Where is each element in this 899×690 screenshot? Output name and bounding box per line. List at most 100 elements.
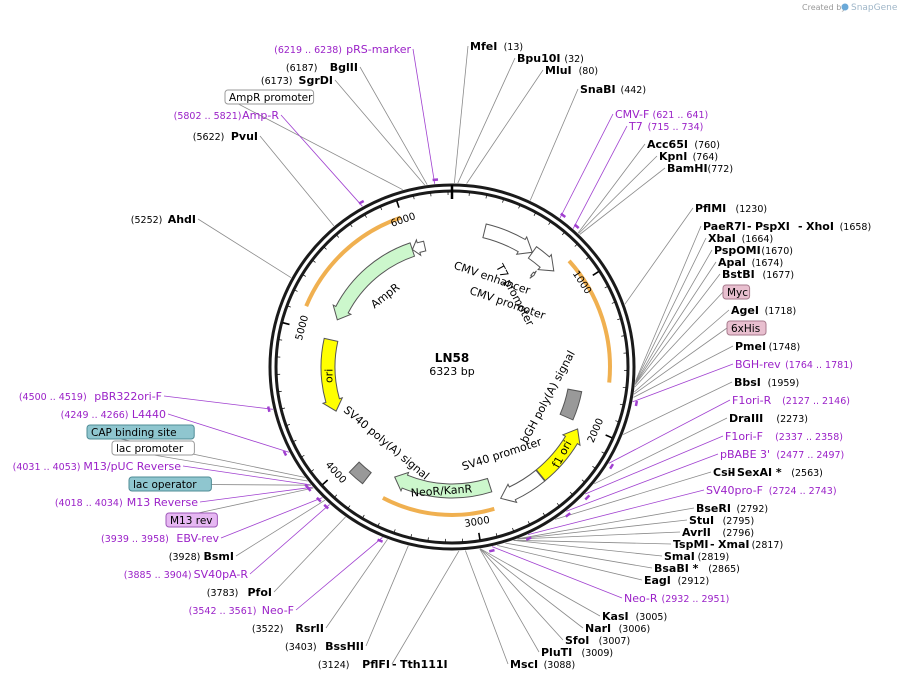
leader-line-m13-reverse — [200, 487, 313, 502]
enzyme-position: (80) — [579, 66, 599, 77]
site-label-bsshii: BssHII(3403) — [285, 640, 364, 653]
tick-label-5000: 5000 — [294, 314, 311, 341]
minor-tick — [295, 290, 298, 291]
enzyme-position: (1670) — [761, 246, 793, 257]
minor-tick — [575, 244, 577, 246]
enzyme-position: (5252) — [131, 215, 163, 226]
primer-position: (715 .. 734) — [648, 122, 704, 133]
minor-tick — [519, 206, 520, 209]
primer-arc-bgh-rev — [636, 401, 637, 406]
tick-label-2000: 2000 — [586, 417, 606, 445]
enzyme-name: PflFI — [362, 658, 390, 671]
primer-position: (2932 .. 2951) — [662, 594, 730, 605]
minor-tick — [287, 424, 290, 425]
enzyme-name: DraIII — [729, 412, 763, 425]
primer-name: M13 Reverse — [127, 496, 198, 509]
site-label-f1ori-r: F1ori-R(2127 .. 2146) — [732, 394, 850, 407]
primer-position: (2477 .. 2497) — [776, 450, 844, 461]
site-label-amp-r: Amp-R(5802 .. 5821) — [174, 109, 280, 122]
minor-tick — [528, 521, 529, 524]
feature-tag-label: lac promoter — [116, 443, 184, 455]
minor-tick — [621, 336, 624, 337]
primer-name: M13/pUC Reverse — [83, 460, 181, 473]
enzyme-position: (3522) — [252, 624, 284, 635]
enzyme-position: (1230) — [736, 204, 768, 215]
site-label-sgrdi: SgrDI(6173) — [261, 74, 333, 87]
feature-arrow — [560, 389, 582, 420]
primer-position: (6219 .. 6238) — [274, 45, 342, 56]
map-center-label: LN58 6323 bp — [429, 351, 474, 378]
primer-name: SV40pro-F — [706, 484, 763, 497]
site-label-msci: MscI(3088) — [510, 658, 575, 671]
site-label-bamhi: BamHI(772) — [667, 162, 733, 175]
enzyme-name: MfeI — [470, 40, 497, 53]
credit-text: Created by — [802, 3, 846, 12]
site-label-lac-promoter: lac promoter — [112, 441, 194, 455]
enzyme-separator: - — [392, 658, 397, 671]
enzyme-position: (3005) — [636, 612, 668, 623]
site-label-xhoi: -XhoI(1658) — [798, 220, 871, 233]
site-label-sv40pa-r: SV40pA-R(3885 .. 3904) — [124, 568, 249, 581]
minor-tick — [570, 492, 572, 494]
minor-tick — [612, 302, 615, 303]
leader-line-sfoi — [480, 549, 563, 640]
enzyme-position: (3007) — [599, 636, 631, 647]
feature-ori: ori — [321, 338, 342, 411]
enzyme-position: (1959) — [768, 378, 800, 389]
site-label-agei: AgeI(1718) — [731, 304, 796, 317]
feature-tag-label: 6xHis — [731, 323, 760, 335]
leader-line-mfei — [454, 46, 468, 183]
enzyme-position: (2817) — [752, 540, 784, 551]
primer-position: (621 .. 641) — [653, 110, 709, 121]
site-label-bsmi: BsmI(3928) — [169, 550, 234, 563]
site-label-bglii: BglII(6187) — [286, 61, 358, 74]
leader-line-pfoi — [274, 517, 346, 592]
site-label-prs-marker: pRS-marker(6219 .. 6238) — [274, 43, 411, 56]
leader-line-tspmi — [514, 540, 671, 544]
enzyme-position: (442) — [621, 85, 647, 96]
primer-position: (4500 .. 4519) — [19, 392, 87, 403]
feature-label: AmpR — [368, 280, 402, 311]
enzyme-separator: - — [798, 220, 803, 233]
minor-tick — [543, 513, 545, 516]
primer-name: BGH-rev — [735, 358, 781, 371]
site-label-f1ori-f: F1ori-F(2337 .. 2358) — [725, 430, 843, 443]
plasmid-size: 6323 bp — [429, 365, 474, 378]
enzyme-separator: - — [729, 466, 734, 479]
minor-tick — [378, 523, 379, 526]
leader-line-sgrdi — [335, 80, 425, 185]
enzyme-position: (6187) — [286, 63, 318, 74]
primer-position: (1764 .. 1781) — [785, 360, 853, 371]
enzyme-position: (3928) — [169, 552, 201, 563]
site-label-sv40pro-f: SV40pro-F (2724 .. 2743) — [706, 484, 837, 497]
enzyme-name: MscI — [510, 658, 538, 671]
enzyme-name: AhdI — [168, 213, 196, 226]
site-label-pbr322ori-f: pBR322ori-F(4500 .. 4519) — [19, 390, 162, 403]
enzyme-position: (2792) — [737, 504, 769, 515]
enzyme-name: SgrDI — [299, 74, 333, 87]
site-label-pflmi: PflMI(1230) — [695, 202, 767, 215]
leader-line-snabi — [530, 89, 578, 201]
snapgene-credit: Created by SnapGene — [802, 3, 898, 13]
leader-line-mlui — [467, 70, 543, 184]
minor-tick — [324, 247, 326, 249]
site-label-m13-rev: M13 rev — [166, 513, 217, 527]
site-label-bstbi: BstBI(1677) — [722, 268, 794, 281]
minor-tick — [557, 503, 559, 505]
enzyme-position: (2819) — [698, 552, 730, 563]
enzyme-name: PmeI — [735, 340, 766, 353]
site-label-t7: T7(715 .. 734) — [628, 120, 703, 133]
tick-label-3000: 3000 — [464, 515, 491, 530]
site-label-mfei: MfeI(13) — [470, 40, 523, 53]
enzyme-position: (3403) — [285, 642, 317, 653]
enzyme-name: AgeI — [731, 304, 759, 317]
primer-position: (2724 .. 2743) — [769, 486, 837, 497]
snapgene-logo-icon — [842, 4, 849, 11]
leader-line-f1ori-r — [609, 400, 730, 463]
minor-tick — [335, 495, 337, 497]
primer-arc-amp-r — [359, 201, 364, 204]
enzyme-position: (772) — [708, 164, 734, 175]
primer-name: Neo-R — [624, 592, 658, 605]
site-label-tth111i: -Tth111I — [392, 658, 448, 671]
